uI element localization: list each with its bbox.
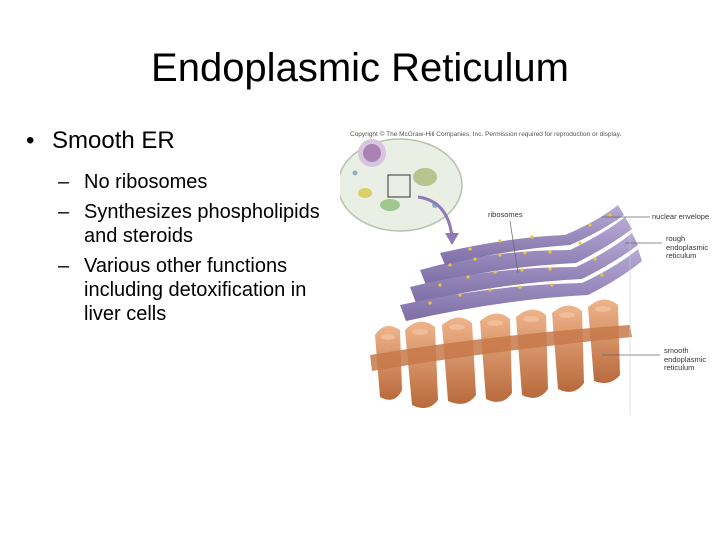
- dash-icon: –: [58, 201, 70, 223]
- sub-bullet-text: No ribosomes: [84, 171, 208, 193]
- sub-bullet-text: Synthesizes phospholipids and steroids: [84, 201, 320, 247]
- er-illustration: Copyright © The McGraw-Hill Companies, I…: [340, 125, 720, 425]
- zoom-arrow-icon: [417, 195, 454, 238]
- ribosomes-leader: [509, 220, 519, 274]
- bullet-list: • Smooth ER – No ribosomes – Synthesizes…: [26, 122, 346, 326]
- bullet-text: Smooth ER: [52, 127, 175, 154]
- dash-icon: –: [58, 171, 70, 193]
- rough-er-icon: [400, 205, 642, 321]
- label-nuclear-envelope: nuclear envelope: [652, 212, 710, 221]
- sub-bullet-other-functions: – Various other functions including deto…: [26, 254, 346, 326]
- sub-bullet-no-ribosomes: – No ribosomes: [26, 170, 346, 194]
- label-smooth-er: smooth endoplasmic reticulum: [664, 346, 707, 372]
- cell-icon: [340, 138, 463, 232]
- label-rough-er: rough endoplasmic reticulum: [666, 234, 709, 260]
- label-ribosomes: ribosomes: [488, 210, 523, 219]
- slide-title: Endoplasmic Reticulum: [151, 46, 569, 90]
- er-diagram: [340, 138, 662, 415]
- smooth-er-icon: [370, 299, 632, 409]
- copyright-notice: Copyright © The McGraw-Hill Companies, I…: [350, 131, 622, 138]
- sub-bullet-text: Various other functions including detoxi…: [84, 255, 307, 325]
- sub-bullet-synthesizes: – Synthesizes phospholipids and steroids: [26, 200, 346, 248]
- bullet-icon: •: [26, 127, 35, 154]
- bullet-smooth-er: • Smooth ER: [26, 122, 346, 160]
- dash-icon: –: [58, 255, 70, 277]
